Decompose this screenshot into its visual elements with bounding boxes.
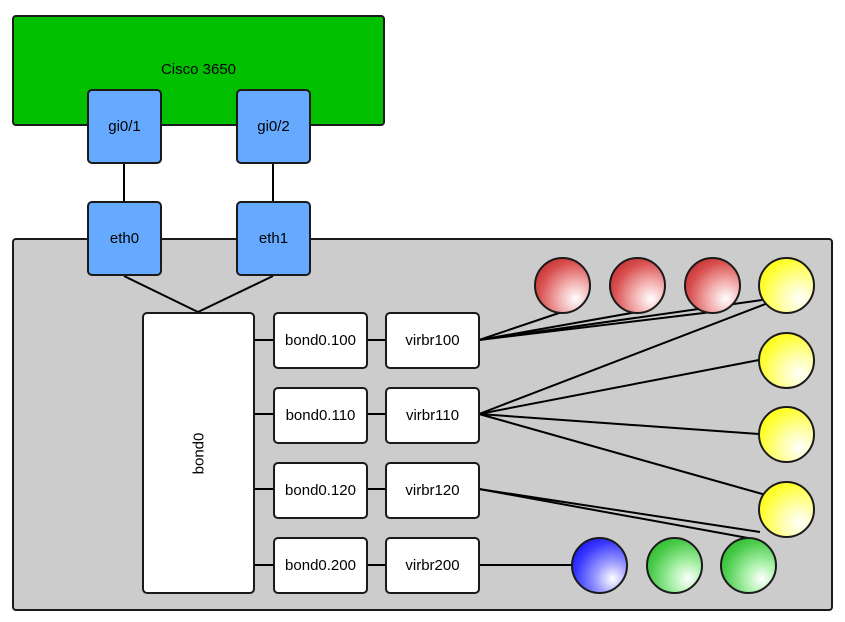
vlan-label: bond0.120: [285, 482, 356, 499]
switch-port-gi0-1: gi0/1: [87, 89, 162, 164]
bond-label: bond0: [190, 432, 207, 474]
link-br110-vm-yellow3: [478, 413, 760, 435]
vm-red-2: [609, 257, 666, 314]
bridge-virbr100: virbr100: [385, 312, 480, 369]
vlan-label: bond0.110: [285, 407, 356, 424]
switch-port-gi0-2: gi0/2: [236, 89, 311, 164]
nic-eth0: eth0: [87, 201, 162, 276]
vlan-label: bond0.200: [285, 557, 356, 574]
link-eth1-bond0: [197, 275, 274, 313]
switch-label: Cisco 3650: [160, 61, 237, 78]
bridge-label: virbr100: [405, 332, 460, 349]
link-eth0-bond0: [123, 275, 199, 313]
link-br110-vm-yellow2: [478, 359, 760, 415]
vm-yellow-1: [758, 257, 815, 314]
vm-red-3: [684, 257, 741, 314]
vlan-bond0-100: bond0.100: [273, 312, 368, 369]
vm-green-2: [720, 537, 777, 594]
port-label: gi0/2: [257, 118, 290, 135]
nic-label: eth1: [258, 230, 289, 247]
vlan-label: bond0.100: [285, 332, 356, 349]
link-br110-vm-yellow4: [478, 413, 767, 496]
nic-label: eth0: [109, 230, 140, 247]
vlan-bond0-200: bond0.200: [273, 537, 368, 594]
link-br100-vm-red1: [478, 311, 563, 341]
cisco-3650-switch: Cisco 3650: [12, 15, 385, 126]
vm-yellow-4: [758, 481, 815, 538]
vm-green-1: [646, 537, 703, 594]
port-label: gi0/1: [108, 118, 141, 135]
link-br120-vm-yellow4: [478, 488, 761, 533]
vm-yellow-3: [758, 406, 815, 463]
bridge-virbr200: virbr200: [385, 537, 480, 594]
vlan-bond0-120: bond0.120: [273, 462, 368, 519]
bond0-interface: bond0: [142, 312, 255, 594]
nic-eth1: eth1: [236, 201, 311, 276]
bridge-label: virbr120: [405, 482, 460, 499]
vm-red-1: [534, 257, 591, 314]
vlan-bond0-110: bond0.110: [273, 387, 368, 444]
link-br120-vm-green2: [478, 488, 749, 539]
bridge-virbr110: virbr110: [385, 387, 480, 444]
vm-blue-1: [571, 537, 628, 594]
bridge-label: virbr110: [405, 407, 460, 424]
bridge-label: virbr200: [405, 557, 460, 574]
vm-yellow-2: [758, 332, 815, 389]
link-br110-vm-yellow1: [478, 302, 769, 415]
bridge-virbr120: virbr120: [385, 462, 480, 519]
